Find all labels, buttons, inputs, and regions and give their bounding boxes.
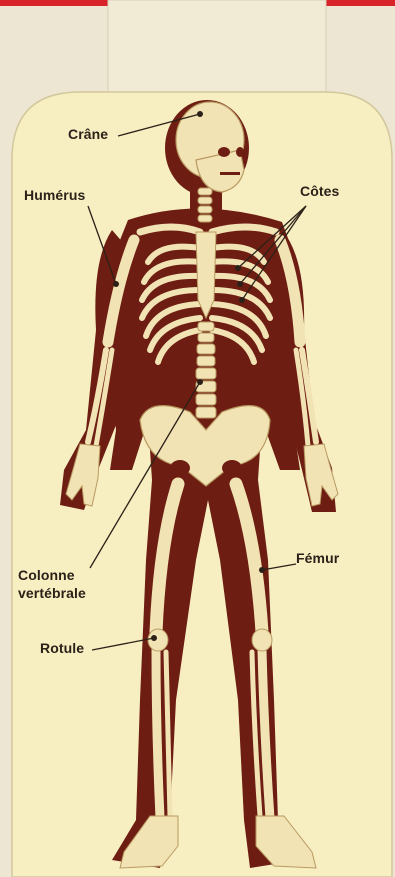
spine [196, 322, 216, 418]
label-femur: Fémur [296, 550, 339, 567]
label-crane: Crâne [68, 126, 108, 143]
label-colonne-line2: vertébrale [18, 585, 86, 602]
label-cotes: Côtes [300, 183, 339, 200]
label-rotule: Rotule [40, 640, 84, 657]
label-humerus: Humérus [24, 187, 85, 204]
label-colonne-line1: Colonne [18, 567, 75, 584]
